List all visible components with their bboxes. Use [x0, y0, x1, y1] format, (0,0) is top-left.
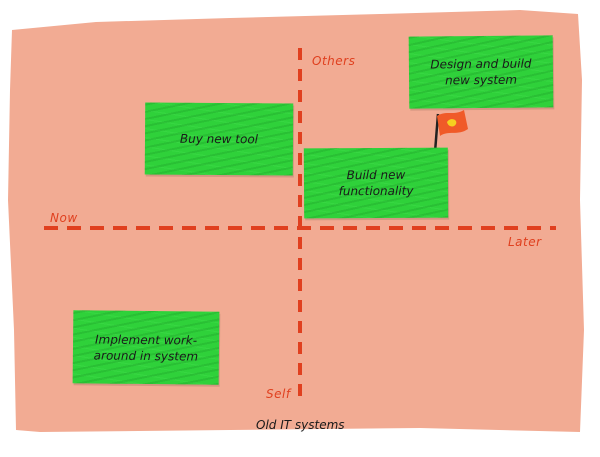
sticky-note-buy-new-tool[interactable]: Buy new tool [144, 102, 294, 176]
axis-label-others: Others [312, 54, 356, 68]
axis-label-self: Self [266, 387, 291, 401]
board-caption: Old IT systems [256, 418, 345, 432]
axis-label-now: Now [50, 211, 78, 225]
sticky-note-implement-workaround[interactable]: Implement work-around in system [72, 310, 220, 385]
axis-label-later: Later [508, 235, 542, 249]
sticky-note-design-build-system[interactable]: Design and build new system [408, 35, 554, 109]
sticky-note-build-new-functionality[interactable]: Build new functionality [303, 147, 449, 219]
